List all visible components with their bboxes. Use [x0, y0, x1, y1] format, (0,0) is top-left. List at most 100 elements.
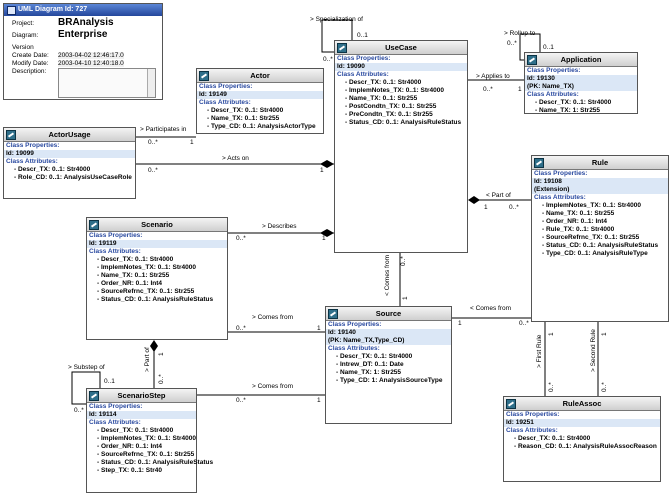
diagram-label: Diagram: [12, 32, 39, 39]
assoc-label-describes: > Describes [262, 223, 297, 230]
assoc-label-partof-rule: < Part of [486, 192, 511, 199]
class-header[interactable]: Source [326, 307, 451, 321]
class-attribute: Descr_TX: 0..1: Str4000 [4, 166, 135, 174]
class-attribute: Name_TX: 1: Str255 [525, 107, 637, 115]
class-attribute: Rule_TX: 0..1: Str4000 [532, 226, 668, 234]
mult-participates-2: 1 [190, 139, 194, 146]
class-name: UseCase [385, 43, 417, 52]
assoc-label-rollup: > Rollup to [504, 30, 536, 37]
class-property: Id: 19130 [525, 75, 637, 83]
mult-participates-1: 0..* [148, 139, 158, 146]
version-label: Version [12, 44, 34, 51]
mult-firstrule-1: 1 [548, 332, 555, 336]
class-header[interactable]: Actor [197, 69, 323, 83]
description-field[interactable] [58, 68, 156, 98]
mult-rollup-1: 0..1 [543, 44, 554, 51]
project-label: Project: [12, 20, 35, 27]
mult-partof-rule-1: 1 [484, 204, 488, 211]
class-attribute: PostCondtn_TX: 0..1: Str255 [335, 103, 467, 111]
class-attribute: Type_CD: 0..1: AnalysisActorType [197, 123, 323, 131]
class-header[interactable]: UseCase [335, 41, 467, 55]
class-property: (Extension) [532, 186, 668, 194]
class-attributes-heading: Class Attributes: [199, 99, 251, 106]
class-header[interactable]: ActorUsage [4, 128, 135, 142]
class-name: ScenarioStep [117, 391, 166, 400]
class-attributes-heading: Class Attributes: [6, 158, 58, 165]
assoc-label-comesfrom-step: > Comes from [252, 383, 293, 390]
class-attribute: SourceRefrnc_TX: 0..1: Str255 [532, 234, 668, 242]
class-attribute: PreCondtn_TX: 0..1: Str255 [335, 111, 467, 119]
class-properties-heading: Class Properties: [337, 55, 391, 62]
class-icon [527, 55, 537, 65]
class-name: Application [560, 55, 602, 64]
class-attribute: Status_CD: 0..1: AnalysisRuleStatus [532, 242, 668, 250]
mult-firstrule-2: 0..* [548, 382, 555, 392]
class-attribute: ImplemNotes_TX: 0..1: Str4000 [87, 264, 227, 272]
class-name: Rule [591, 158, 609, 167]
class-attribute: Name_TX: 0..1: Str255 [87, 272, 227, 280]
class-property: (PK: Name_TX) [525, 83, 637, 91]
class-header[interactable]: Scenario [87, 218, 227, 232]
class-header[interactable]: Rule [532, 156, 668, 170]
mult-spec-2: 0..* [323, 56, 333, 63]
diagram-info-panel: UML Diagram Id: 727 Project: BRAnalysis … [3, 3, 163, 100]
class-attribute: Name_TX: 1: Str255 [326, 369, 451, 377]
assoc-label-specialization: > Specialization of [310, 16, 363, 23]
class-property: Id: 19114 [87, 411, 196, 419]
class-attribute: SourceRefrnc_TX: 0..1: Str255 [87, 451, 196, 459]
class-icon [506, 399, 516, 409]
mult-comesfrom-step-1: 0..* [236, 397, 246, 404]
mult-acts-1: 0..* [148, 167, 158, 174]
class-attribute: Order_NR: 0..1: Int4 [87, 443, 196, 451]
class-attribute: Order_NR: 0..1: Int4 [532, 218, 668, 226]
mult-partof-rule-2: 0..* [509, 204, 519, 211]
class-attribute: Name_TX: 0..1: Str255 [335, 95, 467, 103]
class-attribute: SourceRefrnc_TX: 0..1: Str255 [87, 288, 227, 296]
assoc-label-comesfrom-vertical: < Comes from [384, 255, 391, 296]
mult-comesfrom-step-2: 1 [317, 397, 321, 404]
class-attribute: Type_CD: 1: AnalysisSourceType [326, 377, 451, 385]
description-scrollbar[interactable] [147, 69, 155, 97]
assoc-label-participates: > Participates in [140, 126, 187, 133]
create-date-value: 2003-04-02 12:46:17.0 [58, 52, 124, 59]
class-properties-heading: Class Properties: [199, 83, 253, 90]
class-attributes-heading: Class Attributes: [337, 71, 389, 78]
mult-spec-1: 0..1 [357, 32, 368, 39]
class-attribute: Status_CD: 0..1: AnalysisRuleStatus [335, 119, 467, 127]
class-header[interactable]: Application [525, 53, 637, 67]
class-attributes-heading: Class Attributes: [534, 194, 586, 201]
class-header[interactable]: ScenarioStep [87, 389, 196, 403]
mult-comesfrom-rule-2: 0..* [519, 320, 529, 327]
class-attribute: ImplemNotes_TX: 0..1: Str4000 [87, 435, 196, 443]
class-icon [534, 158, 544, 168]
class-attribute: Descr_TX: 0..1: Str4000 [335, 79, 467, 87]
mult-partof-step-2: 0..* [158, 374, 165, 384]
assoc-label-substep: > Substep of [68, 364, 105, 371]
class-attribute: Intrew_DT: 0..1: Date [326, 361, 451, 369]
class-header[interactable]: RuleAssoc [504, 397, 660, 411]
class-attribute: Role_CD: 0..1: AnalysisUseCaseRole [4, 174, 135, 182]
class-property: Id: 19119 [87, 240, 227, 248]
class-icon [89, 391, 99, 401]
class-property: (PK: Name_TX,Type_CD) [326, 337, 451, 345]
description-label: Description: [12, 68, 47, 75]
info-title: UML Diagram Id: 727 [18, 6, 88, 13]
class-icon [337, 43, 347, 53]
class-attribute: Descr_TX: 0..1: Str4000 [525, 99, 637, 107]
class-properties-heading: Class Properties: [328, 321, 382, 328]
class-properties-heading: Class Properties: [527, 67, 581, 74]
class-attribute: Reason_CD: 0..1: AnalysisRuleAssocReason [504, 443, 660, 451]
class-attribute: Step_TX: 0..1: Str40 [87, 467, 196, 475]
class-name: Actor [250, 71, 270, 80]
class-attributes-heading: Class Attributes: [89, 248, 141, 255]
